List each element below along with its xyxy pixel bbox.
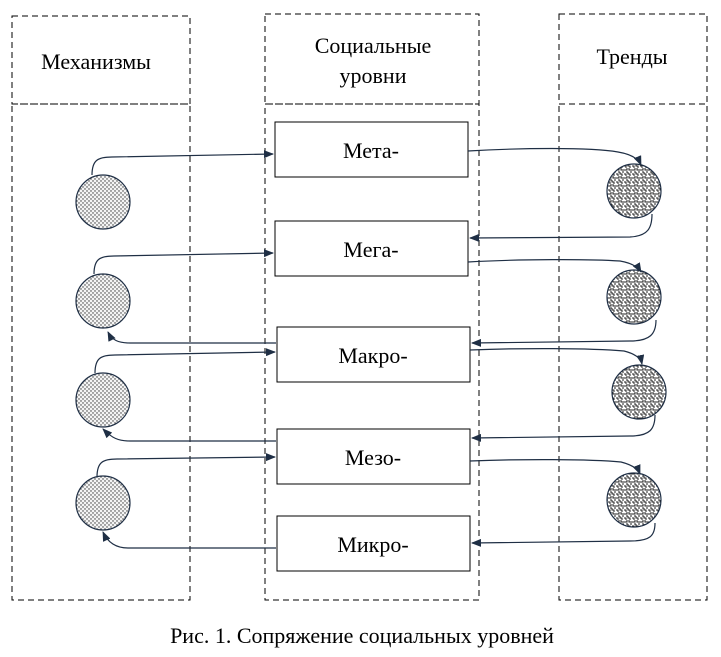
level-label-mikro: Микро- <box>337 532 408 557</box>
pattern-circle-icon <box>611 364 667 420</box>
column-trends <box>558 13 708 601</box>
level-label-meta: Мета- <box>343 138 399 163</box>
trends-body-box <box>558 103 708 601</box>
level-mega: Мега- <box>274 220 469 277</box>
arrow-mechanism-to-makro <box>94 348 276 374</box>
mechanisms-header-box <box>11 15 191 105</box>
arrow-mechanism-to-meta <box>91 150 274 176</box>
arrow-trend-to-mega <box>469 213 653 242</box>
level-mezo: Мезо- <box>276 428 471 485</box>
level-box <box>276 428 471 485</box>
column-social-levels <box>264 13 480 601</box>
pattern-circle-icon <box>606 163 662 219</box>
level-box <box>274 121 469 178</box>
level-box <box>276 515 471 572</box>
arrow-mechanism-to-mezo <box>96 453 276 478</box>
level-box <box>274 220 469 277</box>
social-levels-header-line2: уровни <box>340 63 407 88</box>
pattern-circle-icon <box>606 472 662 528</box>
levels-header-box <box>264 13 480 105</box>
column-mechanisms <box>11 15 191 601</box>
level-label-makro: Макро- <box>338 343 407 368</box>
dotted-circle-icon <box>75 475 131 531</box>
arrow-trend-to-mezo <box>471 414 656 442</box>
level-meta: Мета- <box>274 121 469 178</box>
arrow-meta-to-trend <box>467 147 642 166</box>
dotted-circle-icon <box>75 372 131 428</box>
arrow-mezo-to-mechanism <box>102 428 276 442</box>
pattern-circle-icon <box>606 269 662 325</box>
level-mikro: Микро- <box>276 515 471 572</box>
dotted-circle-icon <box>75 273 131 329</box>
level-makro: Макро- <box>276 326 471 383</box>
arrow-mikro-to-mechanism <box>102 531 276 549</box>
figure-caption: Рис. 1. Сопряжение социальных уровней <box>170 623 554 648</box>
mechanisms-header: Механизмы <box>41 49 151 74</box>
arrow-makro-to-trend <box>469 348 645 365</box>
level-label-mega: Мега- <box>343 237 398 262</box>
trends-header: Тренды <box>596 44 667 69</box>
dotted-circle-icon <box>75 174 131 230</box>
social-levels-header-line1: Социальные <box>315 33 432 58</box>
arrow-trend-to-mikro <box>471 522 656 547</box>
arrow-mezo-to-trend <box>469 459 641 475</box>
arrow-mechanism-to-mega <box>93 249 274 275</box>
level-label-mezo: Мезо- <box>345 445 401 470</box>
arrow-trend-to-makro <box>471 319 657 347</box>
arrow-makro-to-mechanism <box>107 331 276 344</box>
level-box <box>276 326 471 383</box>
arrow-mega-to-trend <box>467 259 642 273</box>
mechanisms-body-box <box>11 103 191 601</box>
